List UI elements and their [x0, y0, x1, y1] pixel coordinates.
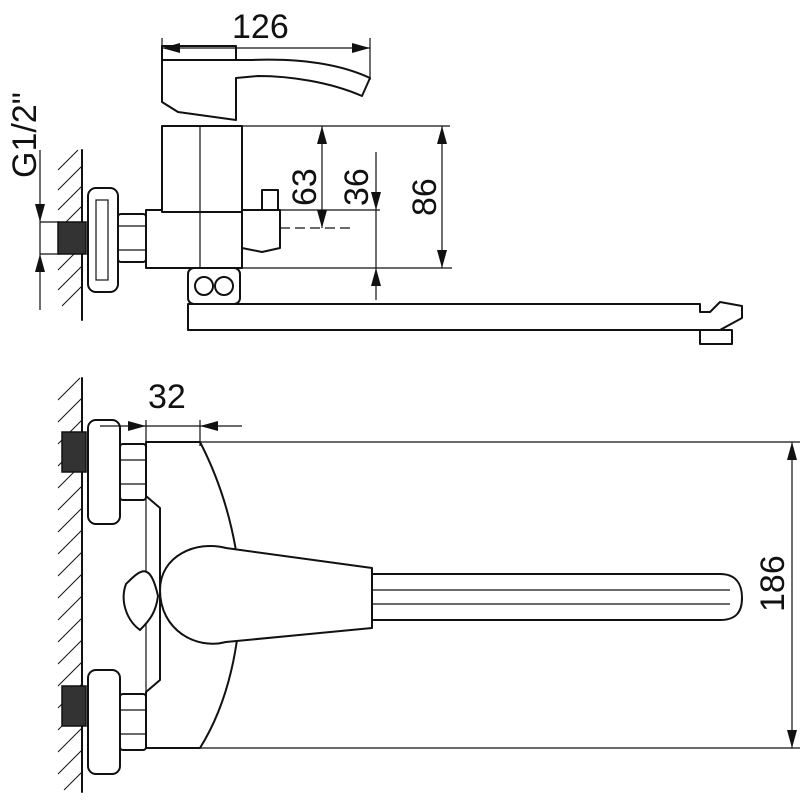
- spout-side: [187, 301, 743, 331]
- dim-thread-g12: G1/2": [6, 92, 45, 310]
- dim-label-63: 63: [286, 168, 324, 206]
- dim-height-36: 36: [280, 152, 381, 300]
- dim-height-86: 86: [242, 126, 452, 269]
- cartridge-housing: [161, 125, 243, 213]
- eccentric-flange-side: [87, 187, 119, 293]
- dim-label-32: 32: [148, 378, 186, 416]
- side-view: 126 G1/2" 63 36: [6, 8, 743, 345]
- diverter-body: [241, 209, 281, 253]
- cartridge-dome: [122, 570, 159, 631]
- nut-side: [117, 213, 147, 263]
- pipe-thread: [57, 221, 87, 255]
- dim-label-126: 126: [232, 8, 289, 46]
- lever-handle-side: [161, 45, 371, 121]
- aerator: [699, 329, 733, 345]
- nut-lower: [119, 693, 147, 751]
- dim-height-186: 186: [200, 441, 800, 749]
- flange-lower: [87, 669, 121, 775]
- pipe-thread-upper: [61, 431, 87, 473]
- dim-width-126: 126: [161, 8, 371, 80]
- body-side: [145, 209, 243, 269]
- dim-label-36: 36: [338, 168, 376, 206]
- dim-label-thread: G1/2": [6, 92, 44, 178]
- pipe-thread-lower: [61, 685, 87, 727]
- dim-label-86: 86: [406, 178, 444, 216]
- flange-upper: [87, 419, 121, 525]
- lever-handle-front: [159, 544, 373, 645]
- dim-offset-32: 32: [100, 378, 242, 446]
- diverter-button: [261, 189, 279, 211]
- spout-front: [371, 573, 743, 621]
- dim-label-186: 186: [754, 555, 792, 612]
- nut-upper: [119, 443, 147, 501]
- dim-height-63: 63: [242, 125, 450, 228]
- front-view: 32 186: [57, 377, 800, 793]
